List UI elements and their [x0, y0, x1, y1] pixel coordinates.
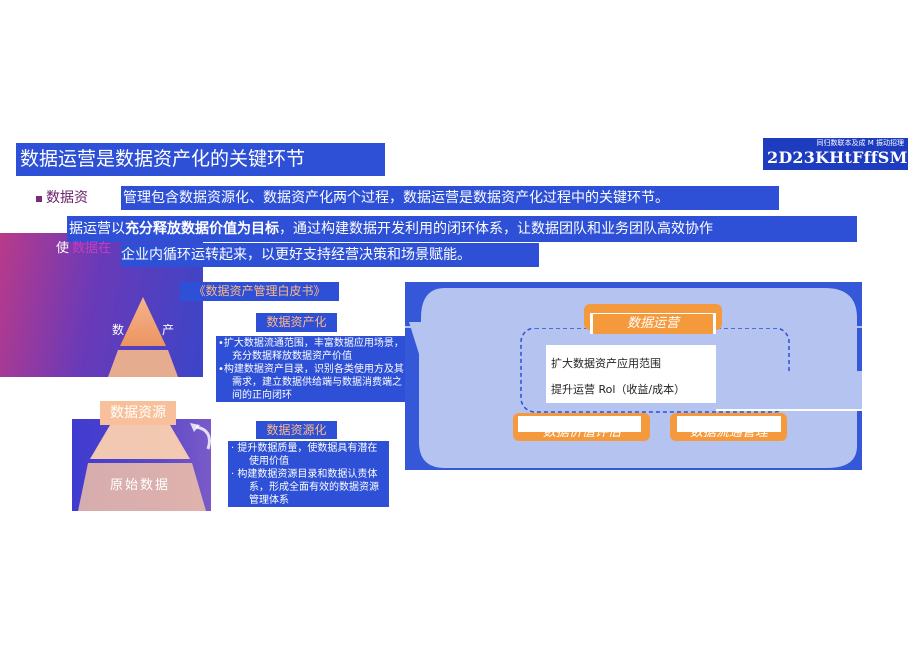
resource-item-1-line-2: 使用价值	[249, 456, 289, 467]
ops-center-line-1: 扩大数据资产应用范围	[551, 357, 661, 370]
asset-item-2-line-2: 需求，建立数据供给端与数据消费端之	[232, 377, 402, 388]
ops-right-chip-holder	[677, 416, 781, 432]
resource-item-2-line-3: 管理体系	[249, 495, 289, 506]
ops-center-line-2: 提升运营 Rol（收益/成本）	[551, 383, 686, 396]
asset-item-1-line-2: 充分数据释放数据资产价值	[232, 351, 352, 362]
pyramid-top-shape	[108, 297, 178, 377]
intro-line-2-emphasis: 充分释放数据价值为目标	[125, 221, 279, 237]
ops-right-band	[716, 371, 862, 411]
page-title: 数据运营是数据资产化的关键环节	[16, 143, 385, 176]
asset-item-2-line-3: 间的正向闭环	[232, 390, 292, 401]
intro-overlay-a: 使	[56, 241, 70, 256]
pyramid-top-label-right: 产	[162, 323, 175, 337]
brand-logo: 同归数联本及成 M 振动招理 2D23KHtFffSM	[763, 138, 908, 170]
asset-description: •扩大数据流通范围，丰富数据应用场景， 充分数据释放数据资产价值 •构建数据资产…	[216, 336, 409, 402]
pyramid-bottom-label: 原始数据	[110, 478, 171, 493]
pyramid-top-label-left: 数	[112, 323, 125, 337]
ops-left-chip-holder	[518, 416, 641, 432]
intro-line-3: 企业内循环运转起来，以更好支持经营决策和场景赋能。	[121, 243, 539, 267]
intro-line-1: 管理包含数据资源化、数据资产化两个过程，数据运营是数据资产化过程中的关键环节。	[121, 186, 779, 210]
resource-item-2-line-1: · 构建数据资源目录和数据认责体	[231, 469, 378, 480]
ops-left-label: 数据价值评估	[542, 425, 621, 440]
logo-caption: 同归数联本及成 M 振动招理	[816, 139, 905, 147]
ops-top-label: 数据运营	[593, 314, 713, 334]
asset-item-1-line-1: •扩大数据流通范围，丰富数据应用场景，	[218, 338, 404, 349]
asset-tag: 数据资产化	[256, 313, 337, 332]
resource-description: · 提升数据质量，使数据具有潜在 使用价值 · 构建数据资源目录和数据认责体 系…	[228, 441, 389, 507]
ops-right-label: 数据流通管理	[689, 425, 768, 440]
resource-item-1-line-1: · 提升数据质量，使数据具有潜在	[231, 443, 378, 454]
pyramid-middle-label: 数据资源	[100, 401, 176, 425]
ops-center-card: 扩大数据资产应用范围 提升运营 Rol（收益/成本）	[546, 345, 716, 403]
bullet-square-icon	[36, 196, 42, 202]
intro-line-2-prefix: 据运营以	[69, 221, 125, 237]
resource-tag: 数据资源化	[256, 421, 337, 439]
intro-line-2: 据运营以充分释放数据价值为目标，通过构建数据开发利用的闭环体系，让数据团队和业务…	[67, 216, 857, 242]
resource-item-2-line-2: 系，形成全面有效的数据资源	[249, 482, 379, 493]
pyramid-bottom-panel	[72, 419, 211, 511]
ops-right-divider	[716, 409, 862, 411]
intro-line-2-suffix: ，通过构建数据开发利用的闭环体系，让数据团队和业务团队高效协作	[279, 221, 713, 237]
book-reference: 《数据资产管理白皮书》	[180, 282, 339, 301]
asset-item-2-line-1: •构建数据资产目录，识别各类使用方及其	[218, 364, 404, 375]
intro-overlay-b: 数据在	[72, 241, 112, 256]
pyramid-bottom-shape	[78, 423, 211, 511]
logo-wordmark: 2D23KHtFffSM	[767, 148, 908, 167]
intro-keyword: 数据资	[46, 190, 88, 206]
